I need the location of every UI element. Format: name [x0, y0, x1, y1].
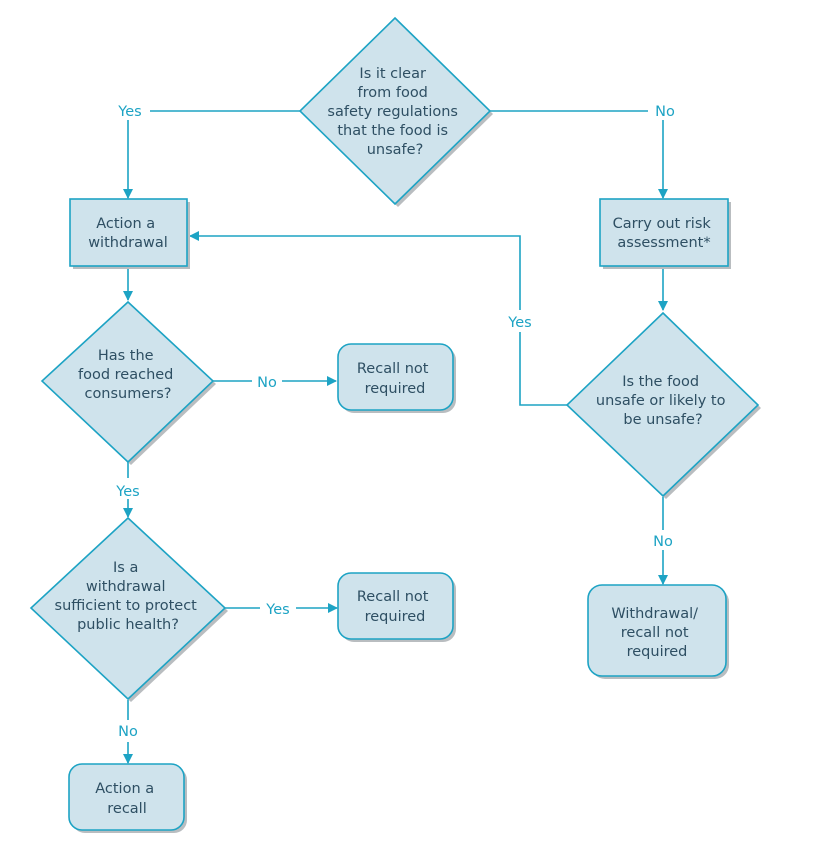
decision-food-unsafe-line: Is the food	[622, 374, 699, 390]
decision-is-it-clear-line: that the food is	[337, 123, 448, 139]
decision-withdrawal-sufficient-line: Is a	[113, 560, 138, 576]
svg-text:Recall not required: Recall not required	[357, 589, 433, 625]
connector-unsafe-yes-up	[189, 231, 521, 310]
terminal-recall-not-required-2: Recall not required	[337, 572, 456, 642]
connectors	[123, 110, 668, 764]
edge-labels: Yes No Yes No Yes No Yes No	[115, 104, 675, 740]
edge-label-unsafe-yes: Yes	[507, 315, 531, 331]
decision-is-it-clear-line: safety regulations	[327, 104, 458, 120]
decision-is-it-clear: Is it clear from food safety regulations…	[298, 16, 493, 207]
edge-label-sufficient-no: No	[118, 724, 138, 740]
edge-label-clear-no: No	[655, 104, 675, 120]
decision-withdrawal-sufficient-line: sufficient to protect	[55, 598, 198, 614]
process-risk-assessment: Carry out risk assessment*	[599, 198, 731, 269]
terminal-withdrawal-recall-not-required-line: Withdrawal/	[611, 606, 698, 622]
svg-text:Is it clear from food: Is it clear from food safety regulations…	[327, 66, 462, 158]
decision-withdrawal-sufficient-line: withdrawal	[86, 579, 166, 595]
decision-is-it-clear-line: unsafe?	[367, 142, 424, 158]
svg-text:Action a recall: Action a recall	[95, 781, 159, 817]
decision-food-unsafe: Is the food unsafe or likely to be unsaf…	[565, 311, 761, 499]
edge-label-clear-yes: Yes	[117, 104, 141, 120]
decision-food-unsafe-line: unsafe or likely to	[596, 393, 726, 409]
process-action-withdrawal-line: Action a	[96, 216, 155, 232]
process-action-withdrawal: Action a withdrawal	[69, 198, 190, 269]
terminal-action-recall: Action a recall	[68, 763, 187, 833]
decision-is-it-clear-line: from food	[357, 85, 427, 101]
edge-label-unsafe-no: No	[653, 534, 673, 550]
process-risk-assessment-line: assessment*	[617, 235, 710, 251]
terminal-withdrawal-recall-not-required: Withdrawal/ recall not required	[587, 584, 729, 679]
edge-label-consumers-yes: Yes	[115, 484, 139, 500]
svg-text:Is the food unsafe or li: Is the food unsafe or likely to be unsaf…	[596, 374, 730, 428]
decision-withdrawal-sufficient: Is a withdrawal sufficient to protect pu…	[29, 516, 228, 702]
terminal-recall-not-required-1-line: Recall not	[357, 361, 429, 377]
svg-text:Has the food reached: Has the food reached consumers?	[78, 348, 178, 402]
decision-reached-consumers-line: Has the	[98, 348, 154, 364]
terminal-withdrawal-recall-not-required-line: recall not	[621, 625, 689, 641]
decision-reached-consumers-line: consumers?	[84, 386, 171, 402]
decision-is-it-clear-line: Is it clear	[359, 66, 426, 82]
decision-withdrawal-sufficient-line: public health?	[77, 617, 179, 633]
edge-label-consumers-no: No	[257, 375, 277, 391]
process-risk-assessment-line: Carry out risk	[613, 216, 712, 232]
svg-text:Withdrawal/ recall not: Withdrawal/ recall not required	[611, 606, 702, 660]
decision-reached-consumers-line: food reached	[78, 367, 173, 383]
connector-unsafe-yes	[519, 332, 567, 406]
decision-reached-consumers: Has the food reached consumers?	[40, 300, 216, 465]
terminal-withdrawal-recall-not-required-line: required	[627, 644, 688, 660]
decision-food-unsafe-line: be unsafe?	[623, 412, 702, 428]
svg-text:Action a withdrawal: Action a withdrawal	[88, 216, 168, 251]
svg-text:Recall not required: Recall not required	[357, 361, 433, 397]
terminal-recall-not-required-2-line: required	[365, 609, 426, 625]
terminal-recall-not-required-1: Recall not required	[337, 343, 456, 413]
terminal-action-recall-line: recall	[107, 801, 146, 817]
terminal-action-recall-line: Action a	[95, 781, 154, 797]
svg-text:Carry out risk assessmen: Carry out risk assessment*	[613, 216, 716, 251]
svg-text:Is a withdrawal s: Is a withdrawal sufficient to protect pu…	[55, 560, 202, 633]
terminal-recall-not-required-2-line: Recall not	[357, 589, 429, 605]
edge-label-sufficient-yes: Yes	[265, 602, 289, 618]
process-action-withdrawal-line: withdrawal	[88, 235, 168, 251]
terminal-recall-not-required-1-line: required	[365, 381, 426, 397]
